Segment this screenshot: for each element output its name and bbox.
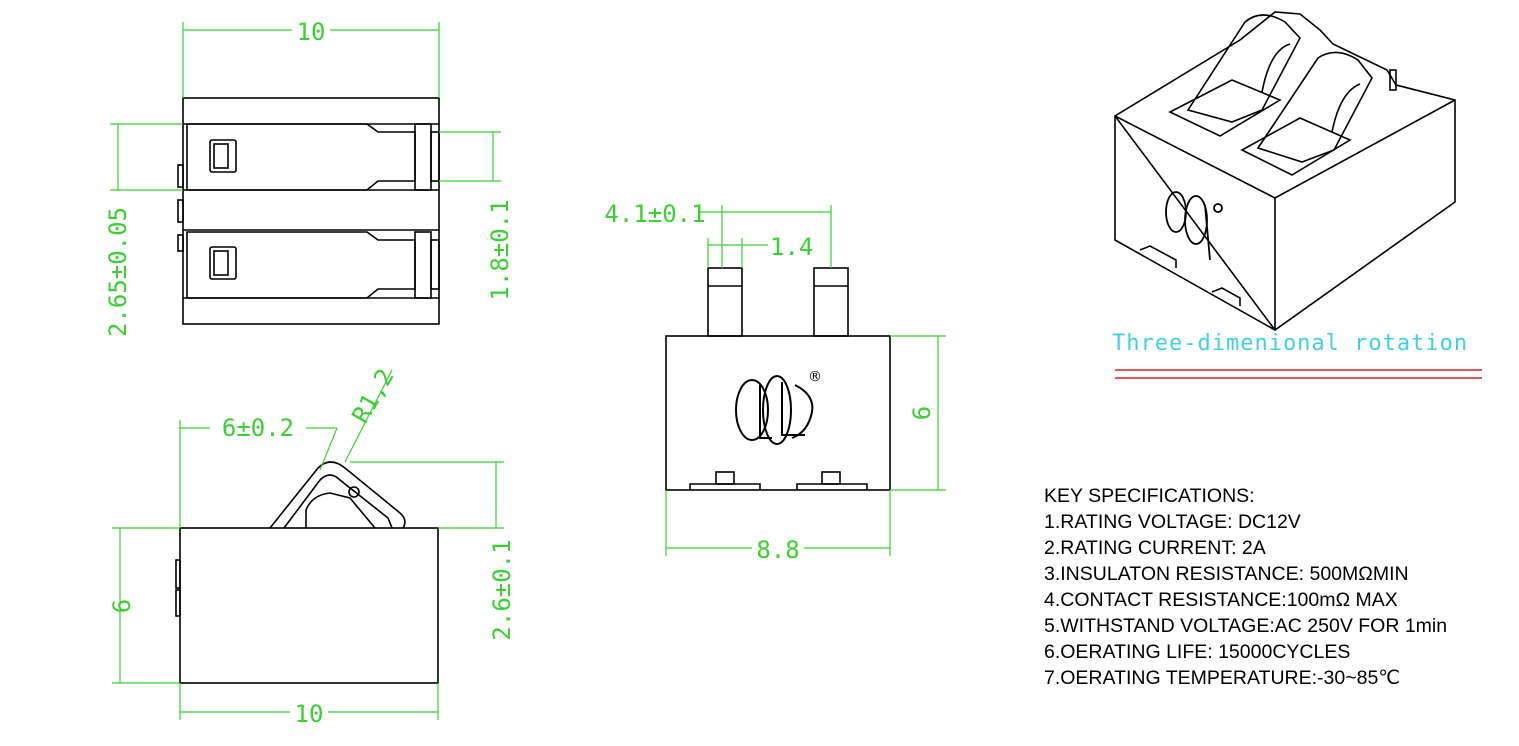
brand-logo bbox=[735, 375, 814, 445]
registered-icon: ® bbox=[808, 369, 822, 385]
spec-item: 4.CONTACT RESISTANCE:100mΩ MAX bbox=[1044, 589, 1398, 611]
dim-front-width: 8.8 bbox=[756, 536, 799, 564]
dim-front-height: 6 bbox=[908, 406, 936, 420]
dim-side-pin: 2.6±0.1 bbox=[488, 539, 516, 640]
spec-item: 3.INSULATON RESISTANCE: 500MΩMIN bbox=[1044, 563, 1409, 585]
isometric-view bbox=[1113, 11, 1456, 332]
key-specifications: KEY SPECIFICATIONS: 1.RATING VOLTAGE: DC… bbox=[1044, 483, 1447, 691]
dim-front-pin-pos: 4.1±0.1 bbox=[604, 200, 705, 228]
dim-side-height: 6 bbox=[108, 599, 136, 613]
front-view bbox=[665, 267, 891, 491]
dim-top-pitch: 1.8±0.1 bbox=[486, 199, 514, 300]
top-view bbox=[177, 97, 440, 325]
iso-caption: Three-dimenional rotation bbox=[1112, 331, 1468, 356]
dim-front-pin-width: 1.4 bbox=[770, 233, 813, 261]
spec-item: 2.RATING CURRENT: 2A bbox=[1044, 537, 1266, 559]
dim-top-height: 2.65±0.05 bbox=[104, 207, 132, 337]
spec-item: 1.RATING VOLTAGE: DC12V bbox=[1044, 511, 1301, 533]
spec-title: KEY SPECIFICATIONS: bbox=[1044, 485, 1255, 507]
side-view bbox=[175, 461, 439, 684]
spec-item: 6.OERATING LIFE: 15000CYCLES bbox=[1044, 641, 1351, 663]
spec-item: 7.OERATING TEMPERATURE:-30~85℃ bbox=[1044, 667, 1401, 689]
spec-item: 5.WITHSTAND VOLTAGE:AC 250V FOR 1min bbox=[1044, 615, 1448, 637]
dim-top-width: 10 bbox=[297, 18, 326, 46]
dim-side-width: 10 bbox=[295, 700, 324, 728]
dim-radius: R1,2 bbox=[346, 364, 399, 428]
dim-side-offset: 6±0.2 bbox=[222, 414, 294, 442]
